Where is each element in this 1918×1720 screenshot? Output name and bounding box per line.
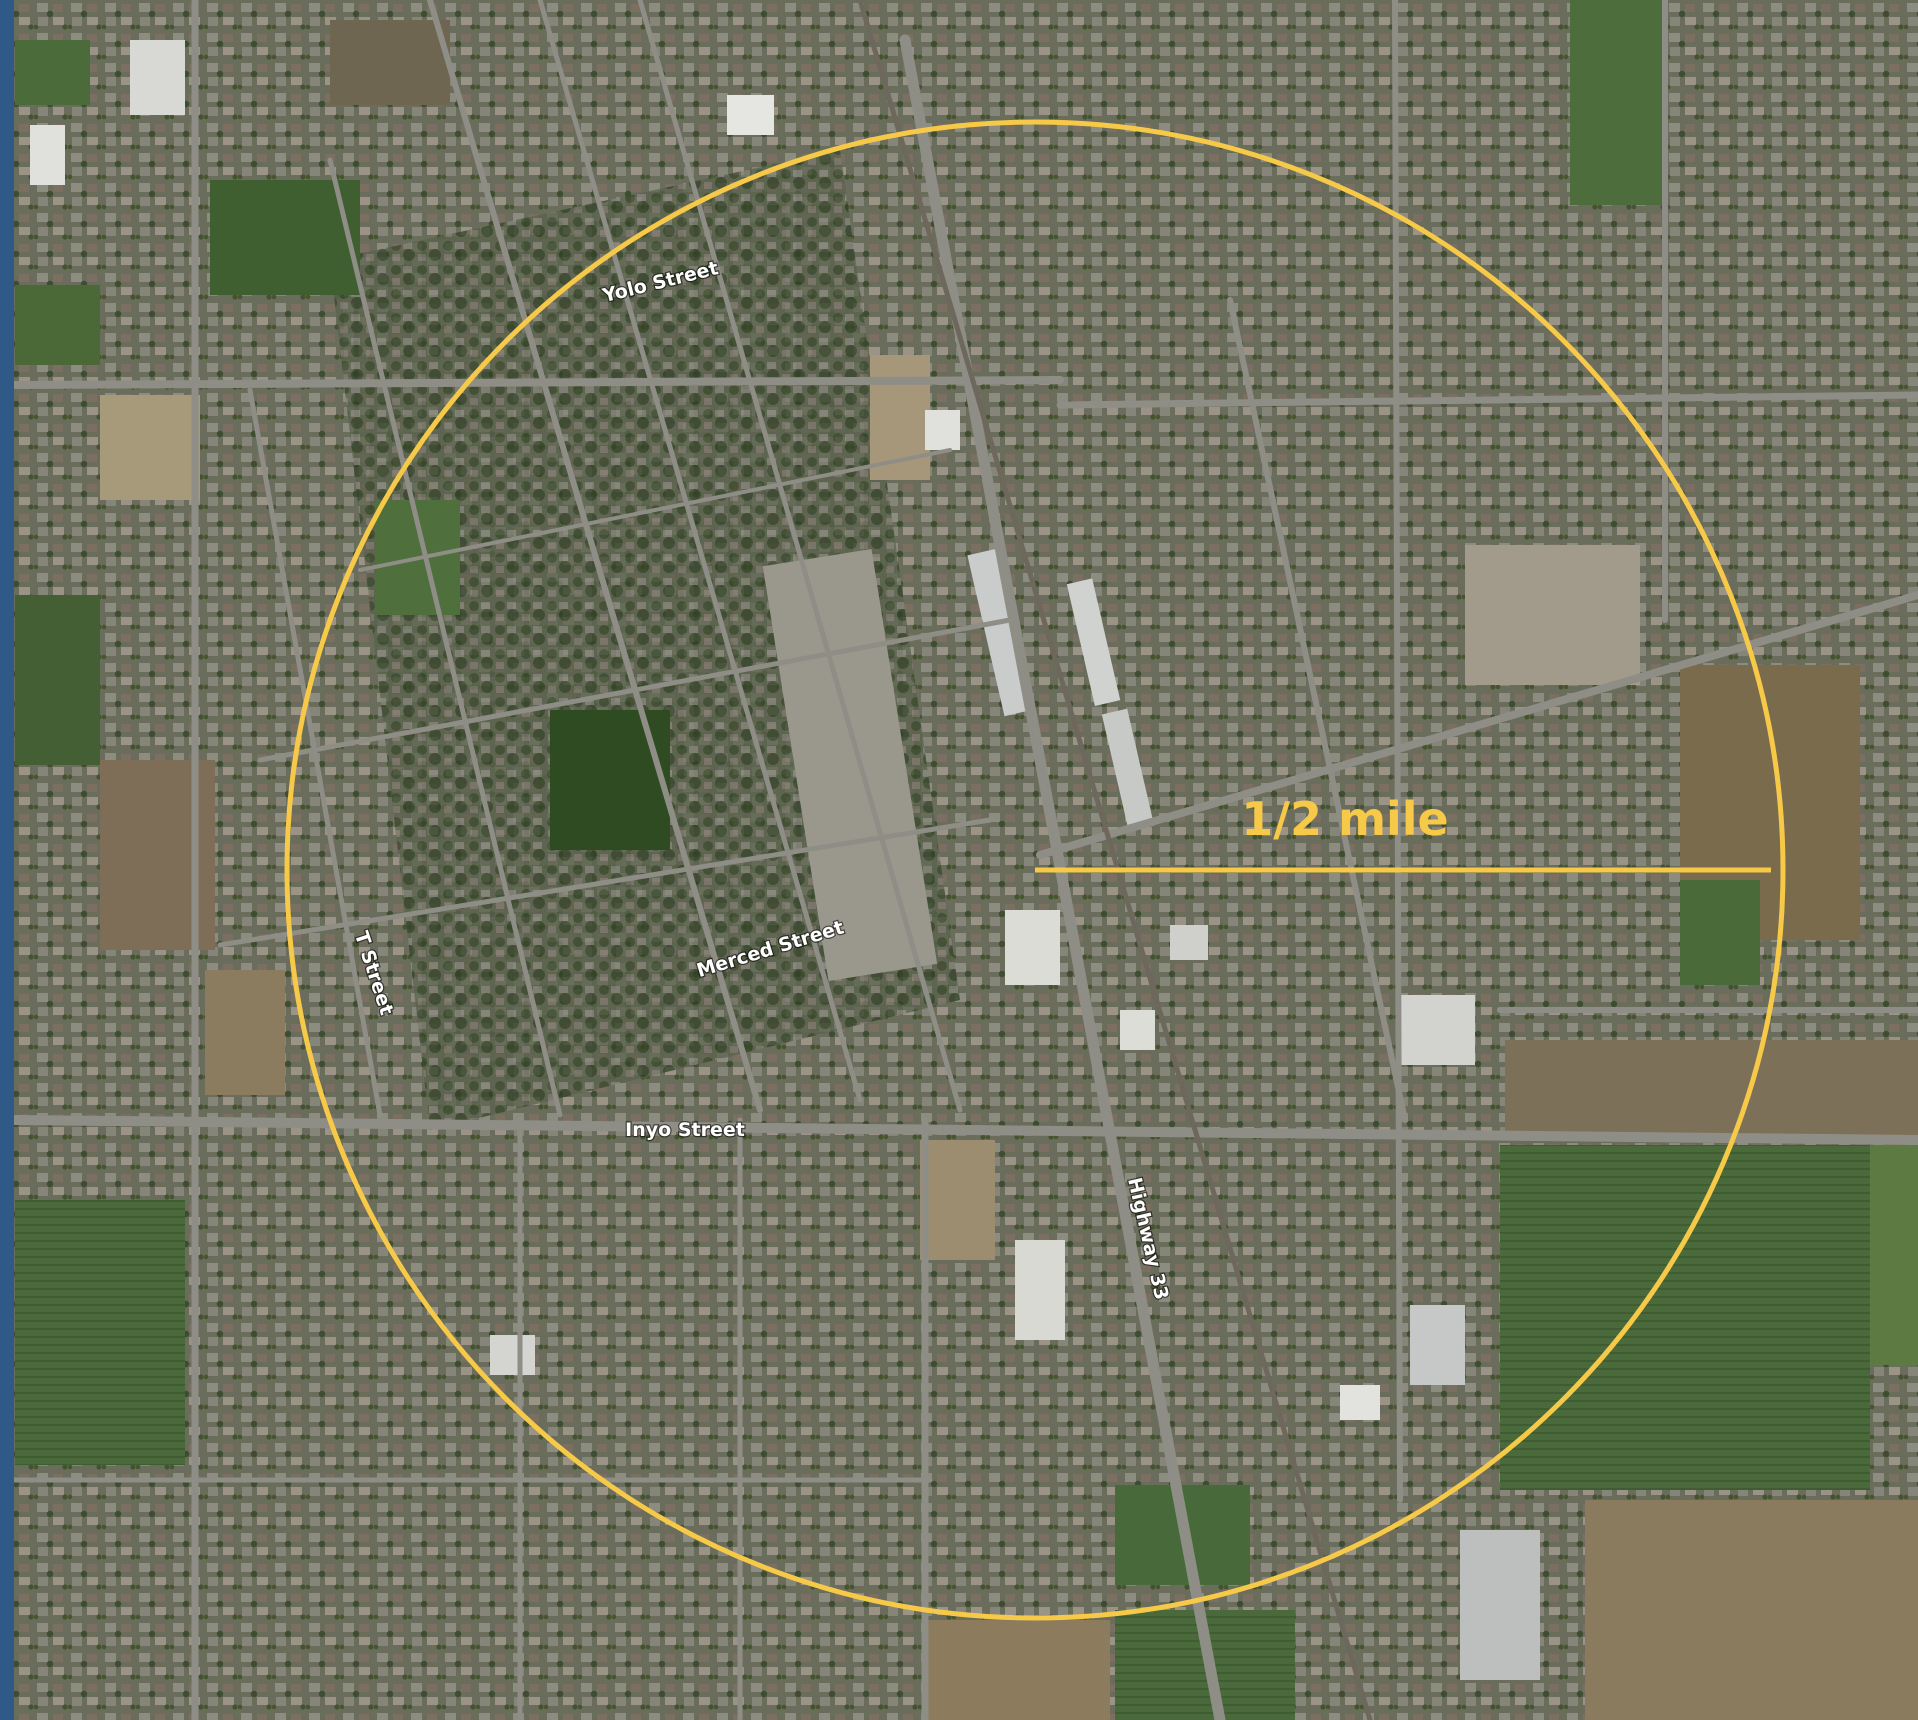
road-diagonal-2	[537, 0, 863, 1103]
dirt-lot-west	[100, 395, 200, 500]
brown-field-southeast	[1585, 1500, 1918, 1720]
tree-canopy-area	[330, 150, 960, 1130]
road-rail-line	[857, 0, 1373, 1720]
building-sw	[490, 1335, 535, 1375]
brown-lot-north	[330, 20, 450, 105]
dirt-lot-south	[925, 1620, 1110, 1720]
road-cross-2	[217, 817, 993, 948]
road-northwest-main	[11, 376, 1064, 389]
road-diagonal-3	[637, 0, 963, 1113]
road-highway-33	[899, 34, 1226, 1720]
tree-park	[550, 710, 670, 850]
building-white-8	[1170, 925, 1208, 960]
sports-field-northwest	[15, 40, 90, 105]
building-white-9	[925, 410, 960, 450]
warehouse-long-2	[1066, 578, 1121, 707]
storage-rows	[1460, 1530, 1540, 1680]
building-white-3	[1015, 1240, 1065, 1340]
road-diagonal-1	[427, 0, 763, 1113]
road-cross-3	[358, 448, 952, 572]
school-buildings	[130, 40, 185, 115]
crop-field-east	[1500, 1145, 1870, 1490]
field-northwest	[210, 180, 360, 295]
field-northeast	[1570, 0, 1665, 205]
building-white-1	[727, 95, 774, 135]
school-building-2	[30, 125, 65, 185]
field-east-2	[1680, 880, 1760, 985]
building-white-5	[1410, 1305, 1465, 1385]
dry-field-east	[1505, 1040, 1918, 1135]
road-east-main	[1056, 391, 1918, 409]
road-east-diagonal-2	[1227, 297, 1408, 1123]
scale-label: 1/2 mile	[1241, 792, 1449, 846]
warehouse-long-3	[1101, 708, 1155, 832]
street-label-inyo: Inyo Street	[625, 1119, 745, 1141]
road-cross-1	[257, 617, 1013, 763]
building-white-6	[1340, 1385, 1380, 1420]
field-west-1	[15, 285, 100, 365]
field-west-2	[15, 595, 100, 765]
crop-field-far-east	[1870, 1145, 1918, 1365]
dirt-field-south-west	[205, 970, 285, 1095]
half-mile-radius-circle	[284, 119, 1786, 1621]
dirt-lot-central	[920, 1140, 995, 1260]
building-white-2	[1005, 910, 1060, 985]
road-diagonal-5	[247, 387, 383, 1118]
building-white-4	[1400, 995, 1475, 1065]
road-network	[10, 0, 1918, 1720]
road-east-diagonal	[1036, 591, 1918, 859]
sidebar-strip	[0, 0, 14, 1720]
industrial-lot	[1465, 545, 1640, 685]
field-southwest	[15, 1200, 185, 1465]
road-east-ns	[1392, 0, 1403, 1503]
building-white-7	[1120, 1010, 1155, 1050]
road-diagonal-4	[327, 157, 563, 1118]
